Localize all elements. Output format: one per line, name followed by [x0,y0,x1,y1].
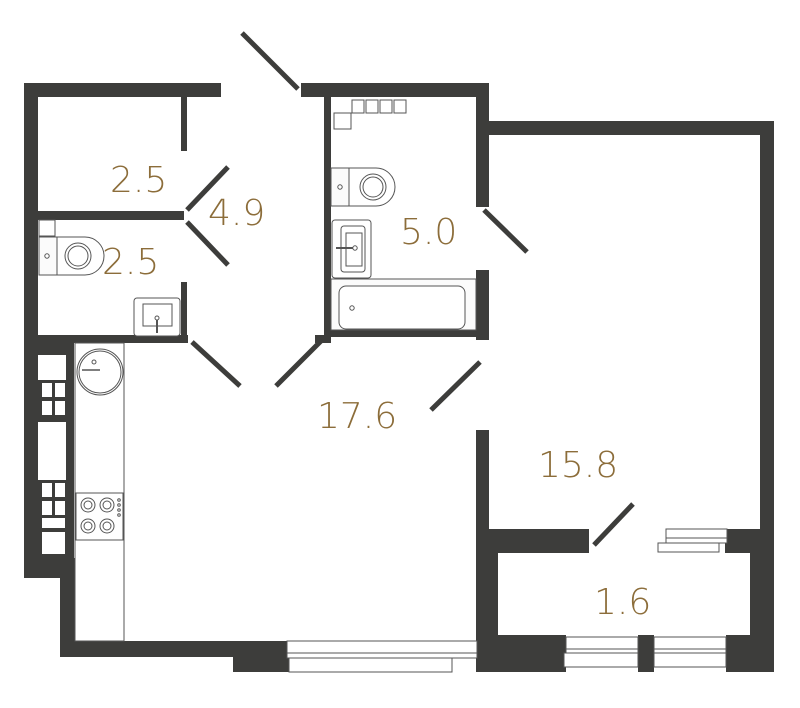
fixtures [38,99,477,642]
room-area-storage: 2.5 [110,160,168,201]
bathtub-icon [330,278,477,331]
wc-door [185,220,230,267]
doors [185,31,635,547]
room-area-bathroom: 5.0 [400,212,458,253]
balcony-door [592,502,635,547]
kitchen-counter [74,342,125,642]
bathroom-tiles [333,99,407,130]
kitchen-door [274,338,324,388]
cabinet-grid [38,380,68,566]
entrance-door [240,31,300,91]
toilet-icon [330,167,396,207]
stove-icon [75,492,124,541]
walls [24,83,774,672]
bedroom-door [429,360,482,412]
windows [286,528,728,673]
sink-icon [133,297,181,337]
storage-door [185,165,230,212]
room-area-bedroom: 15.8 [538,445,619,486]
room-area-hallway: 4.9 [208,193,266,234]
wc-door-2 [190,340,242,388]
room-area-balcony: 1.6 [594,582,652,623]
toilet-icon [38,219,105,276]
room-area-kitchen-living: 17.6 [317,396,398,437]
room-area-wc: 2.5 [102,242,160,283]
sink-icon [331,219,372,279]
bathroom-door [482,208,529,254]
